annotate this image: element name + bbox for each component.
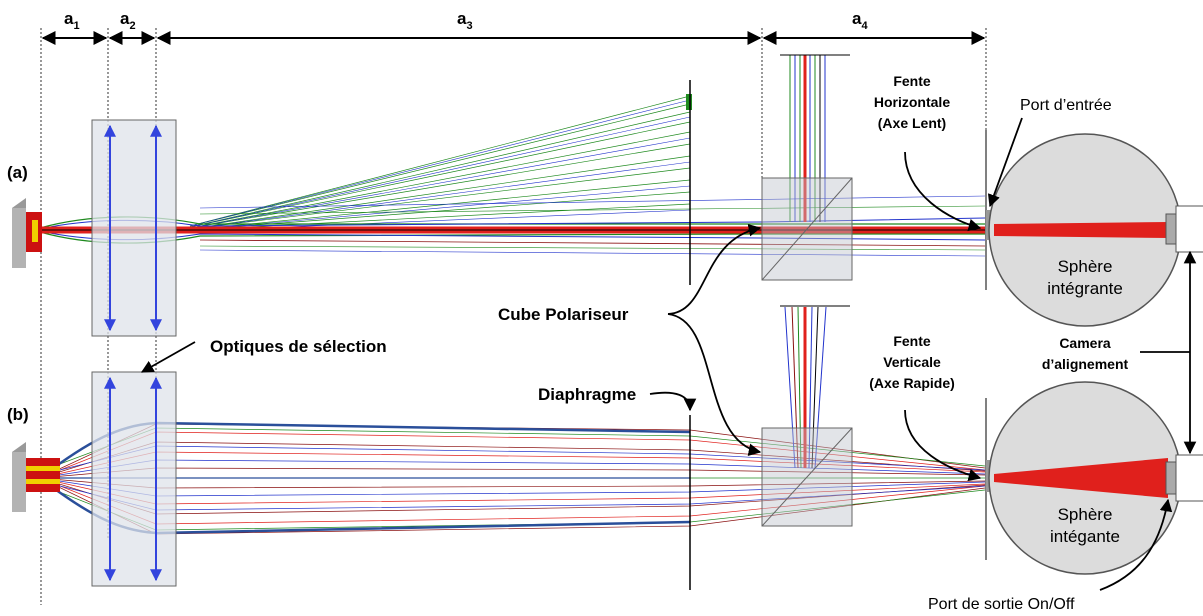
panel-b: Sphère intégante (12, 305, 1203, 590)
panel-a-blue-fan (189, 99, 691, 232)
sphere-b-label-1: Sphère (1058, 505, 1113, 524)
panel-a-source (12, 198, 42, 268)
dimension-labels: a1 a2 a3 a4 (64, 9, 868, 32)
camera-label-1: Camera (1059, 335, 1111, 351)
slit-h-line2: Horizontale (874, 94, 950, 110)
panel-b-integrating-sphere: Sphère intégante (988, 381, 1182, 575)
slit-h-line3: (Axe Lent) (878, 115, 946, 131)
sphere-a-label-1: Sphère (1058, 257, 1113, 276)
panel-b-camera (1165, 454, 1203, 502)
dim-a1: a1 (64, 9, 80, 32)
slit-v-line1: Fente (893, 333, 931, 349)
panel-a-camera (1165, 205, 1203, 253)
panel-a-selection-optics (91, 119, 177, 337)
sphere-a-label-2: intégrante (1047, 279, 1123, 298)
slit-h-line1: Fente (893, 73, 931, 89)
dim-a4: a4 (852, 9, 868, 32)
panel-a: Sphère intégrante (12, 54, 1203, 337)
panel-b-selection-optics (91, 371, 177, 587)
dim-a2: a2 (120, 9, 136, 32)
sphere-b-label-2: intégante (1050, 527, 1120, 546)
panel-a-polarising-cube (761, 177, 853, 281)
slit-v-line3: (Axe Rapide) (869, 375, 955, 391)
camera-label-2: d’alignement (1042, 356, 1129, 372)
diaphragm-label: Diaphragme (538, 385, 636, 404)
panel-label-b: (b) (7, 405, 29, 424)
annotation-labels: (a) (b) Fente Horizontale (Axe Lent) Fen… (7, 73, 1129, 613)
panel-b-vertical-beam (780, 305, 850, 469)
panel-label-a: (a) (7, 163, 28, 182)
cube-label: Cube Polariseur (498, 305, 629, 324)
panel-b-source (12, 442, 60, 512)
panel-a-green-fan (189, 95, 691, 231)
port-out-label: Port de sortie On/Off (928, 596, 1075, 613)
annotation-arrows (140, 117, 1197, 591)
panel-a-vertical-beam (780, 54, 850, 222)
port-in-label: Port d’entrée (1020, 97, 1112, 114)
optics-label: Optiques de sélection (210, 337, 387, 356)
dim-a3: a3 (457, 9, 473, 32)
panel-b-polarising-cube (761, 427, 853, 527)
panel-a-integrating-sphere: Sphère intégrante (988, 133, 1182, 327)
panel-a-green-fan-edge (686, 94, 692, 110)
slit-v-line2: Verticale (883, 354, 941, 370)
